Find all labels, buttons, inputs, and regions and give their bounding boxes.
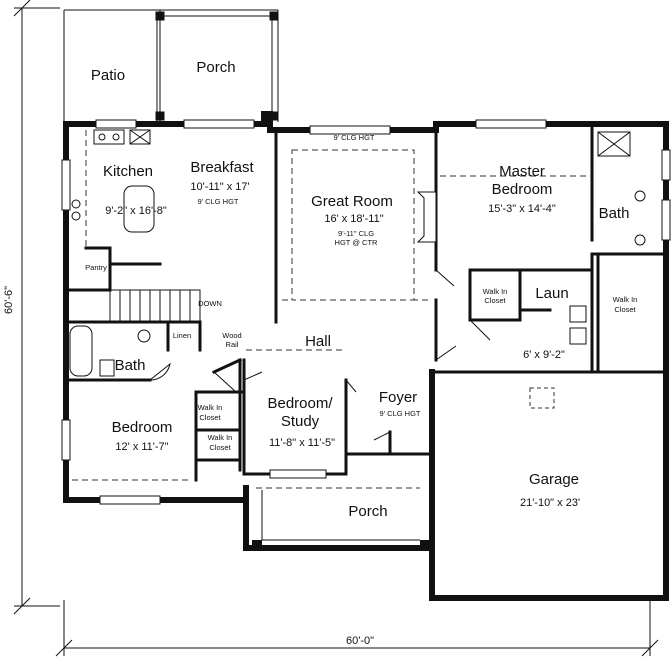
wood-rail-line2: Rail [226,340,239,349]
rear-porch-label: Porch [196,59,235,76]
pantry-label: Pantry [85,263,107,272]
bath-label: Bath [115,357,146,374]
bedroom-wic1-line2: Closet [199,413,221,422]
garage-size: 21'-10" x 23' [520,497,580,509]
stairs-down-label: DOWN [198,299,222,308]
bedroom-label: Bedroom [112,419,173,436]
master-size: 15'-3" x 14'-4" [488,203,556,215]
master-label-line2: Bedroom [492,181,553,198]
fixtures [69,129,646,550]
breakfast-label: Breakfast [190,159,254,176]
door-swings [149,269,491,441]
interior-walls [64,122,668,482]
overall-width-label: 60'-0" [346,635,374,647]
laundry-size: 6' x 9'-2" [523,349,565,361]
front-porch-label: Porch [348,503,387,520]
master-label-line1: Master [499,163,545,180]
kitchen-label: Kitchen [103,163,153,180]
bedroom-wic2-line2: Closet [209,443,231,452]
laundry-wic-line2: Closet [484,296,506,305]
ceiling-lines [72,130,592,489]
linen-label: Linen [173,331,191,340]
foyer-ceiling-note: 9' CLG HGT [379,409,420,418]
great-room-note-2: HGT @ CTR [335,238,378,247]
garage-label: Garage [529,471,579,488]
breakfast-size: 10'-11" x 17' [190,181,249,193]
great-room-note-1: 9'-11" CLG [338,229,374,238]
bedroom-wic2-line1: Walk In [208,433,233,442]
foyer-label: Foyer [379,389,417,406]
laundry-label: Laun [535,285,568,302]
rear-patio-porch [63,9,279,122]
kitchen-size: 9'-2" x 16'-8" [105,205,167,217]
bedroom-wic1-line1: Walk In [198,403,223,412]
overall-depth-label: 60'-6" [3,286,15,314]
bedroom-size: 12' x 11'-7" [115,441,168,453]
master-wic-line1: Walk In [613,295,638,304]
master-bath-label: Bath [599,205,630,222]
hall-label: Hall [305,333,331,350]
wood-rail-line1: Wood [222,331,241,340]
windows [61,119,671,505]
study-size: 11'-8" x 11'-5" [269,437,335,449]
dimension-lines [13,0,659,657]
master-wic-line2: Closet [614,305,636,314]
great-room-size: 16' x 18'-11" [324,213,383,225]
great-room-label: Great Room [311,193,393,210]
study-label-line2: Study [281,413,320,430]
patio-label: Patio [91,67,125,84]
great-room-top-note: 9' CLG HGT [333,133,374,142]
breakfast-ceiling-note: 9' CLG HGT [197,197,238,206]
exterior-walls [63,111,669,601]
laundry-wic-line1: Walk In [483,287,508,296]
study-label-line1: Bedroom/ [267,395,333,412]
